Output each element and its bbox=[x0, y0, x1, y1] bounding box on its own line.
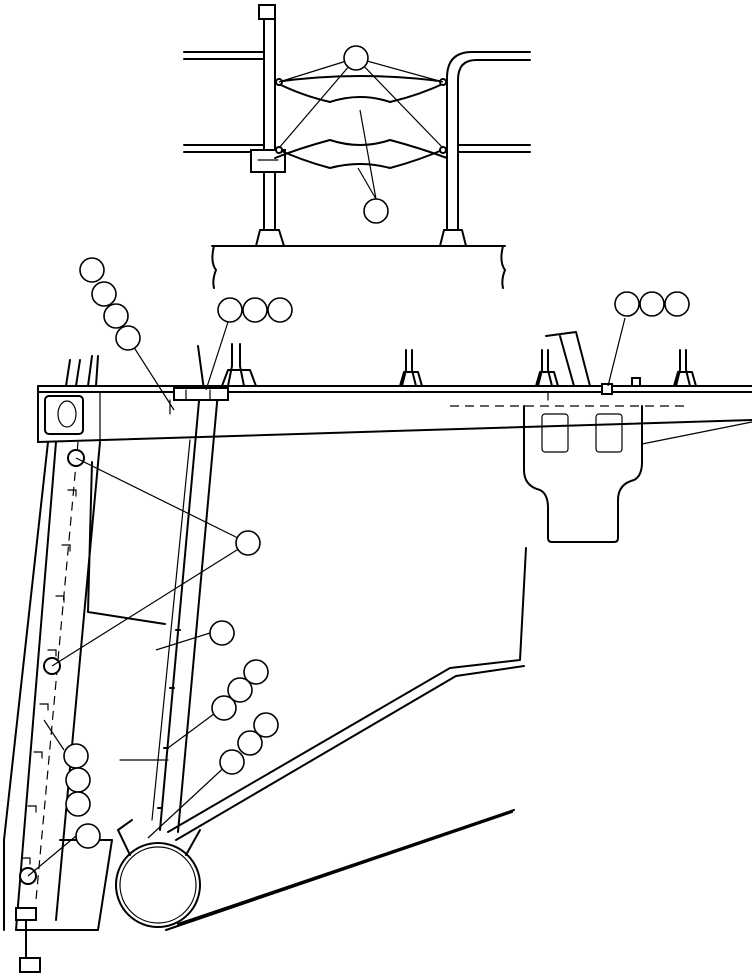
callout-c-body-3 bbox=[243, 659, 269, 685]
callout-c-low-4 bbox=[75, 823, 101, 849]
tube-roller bbox=[115, 842, 201, 928]
callout-c-top-1 bbox=[343, 45, 369, 71]
callout-c-low-2 bbox=[65, 767, 91, 793]
deck-stanchions bbox=[65, 331, 697, 387]
callout-c-mid-2 bbox=[242, 297, 268, 323]
callout-c-body-2 bbox=[209, 620, 235, 646]
callout-c-left-2 bbox=[91, 281, 117, 307]
callout-c-body-6 bbox=[253, 712, 279, 738]
callout-c-left-4 bbox=[115, 325, 141, 351]
callout-c-body-8 bbox=[219, 749, 245, 775]
callout-c-body-1 bbox=[235, 530, 261, 556]
callout-c-body-4 bbox=[227, 677, 253, 703]
callout-c-mid-3 bbox=[267, 297, 293, 323]
callout-c-right-3 bbox=[664, 291, 690, 317]
callout-c-right-2 bbox=[639, 291, 665, 317]
callout-c-low-3 bbox=[65, 791, 91, 817]
callout-c-left-3 bbox=[103, 303, 129, 329]
callout-c-left-1 bbox=[79, 257, 105, 283]
callout-c-right-1 bbox=[614, 291, 640, 317]
callout-c-body-5 bbox=[211, 695, 237, 721]
frame-main-view bbox=[3, 257, 752, 973]
callout-c-mid-1 bbox=[217, 297, 243, 323]
callout-c-low-1 bbox=[63, 743, 89, 769]
callout-c-top-2 bbox=[363, 198, 389, 224]
handrail-detail bbox=[183, 4, 531, 289]
callout-c-body-7 bbox=[237, 730, 263, 756]
